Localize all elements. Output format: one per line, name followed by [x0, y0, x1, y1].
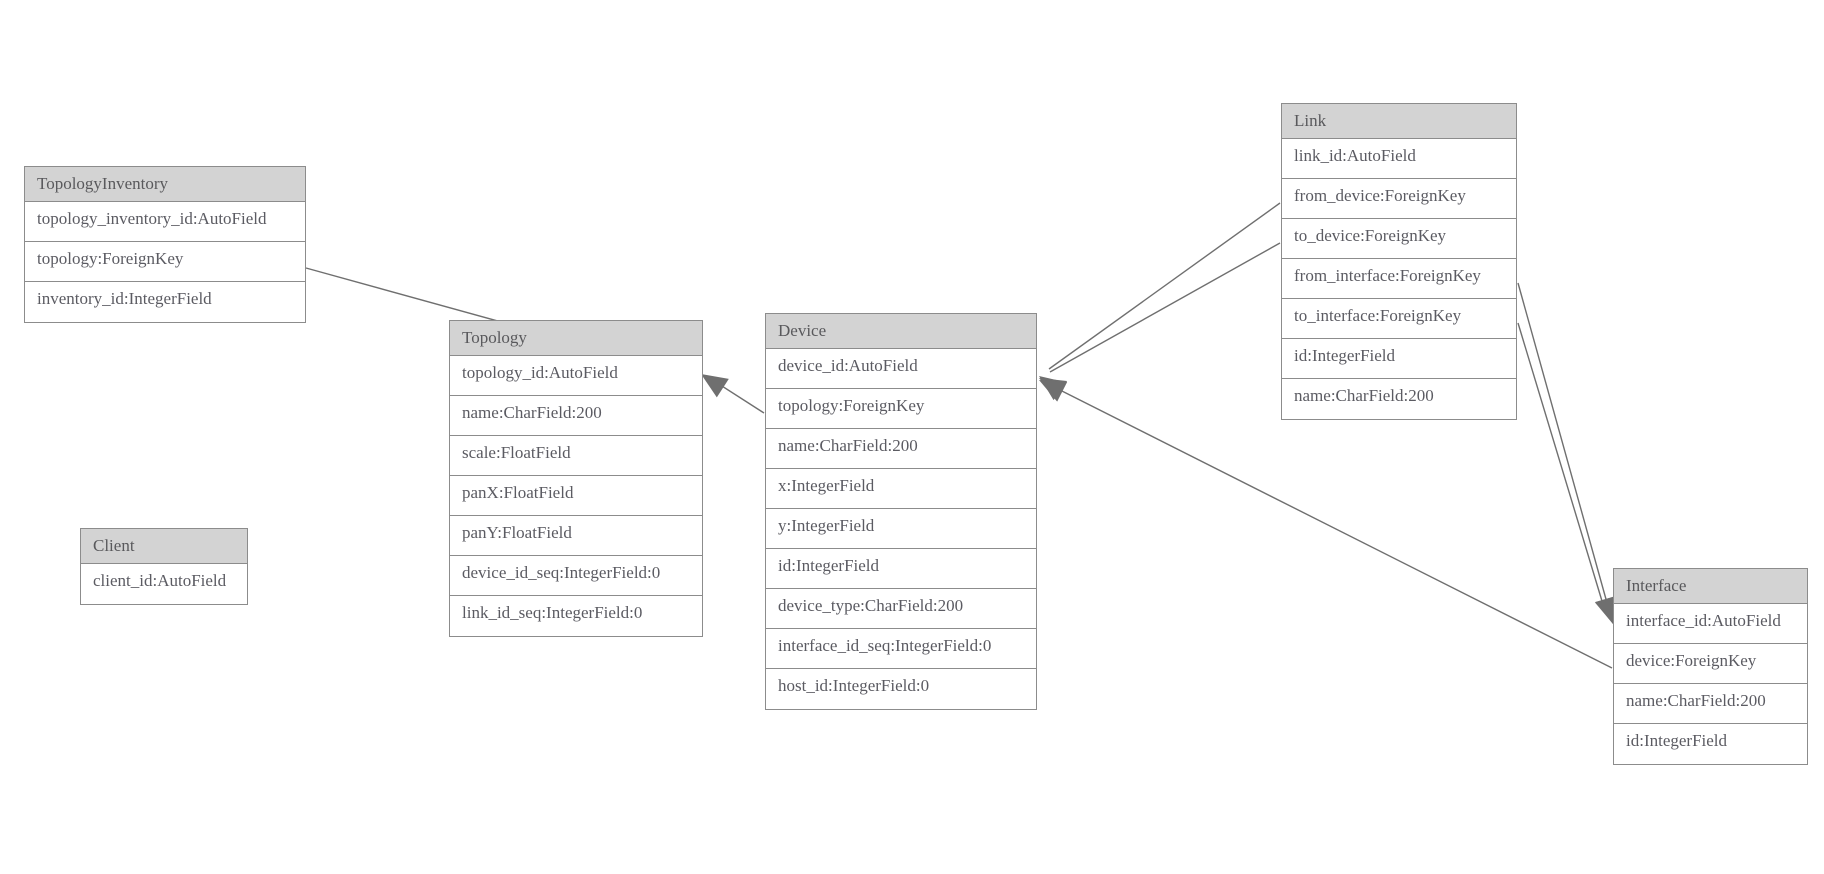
entity-field: link_id:AutoField: [1282, 139, 1516, 179]
relationship-line-link-to_interface: [1517, 322, 1606, 612]
entity-field: topology:ForeignKey: [25, 242, 305, 282]
entity-field: id:IntegerField: [766, 549, 1036, 589]
entity-field: from_device:ForeignKey: [1282, 179, 1516, 219]
relationship-arrowhead-interface-device: [1039, 380, 1068, 402]
entity-field: name:CharField:200: [766, 429, 1036, 469]
entity-field: device_type:CharField:200: [766, 589, 1036, 629]
entity-field: to_interface:ForeignKey: [1282, 299, 1516, 339]
entity-field: topology:ForeignKey: [766, 389, 1036, 429]
relationship-arrowhead-link-to_device: [1039, 378, 1068, 401]
entity-field: inventory_id:IntegerField: [25, 282, 305, 322]
entity-field: interface_id:AutoField: [1614, 604, 1807, 644]
entity-field: device_id:AutoField: [766, 349, 1036, 389]
entity-field: y:IntegerField: [766, 509, 1036, 549]
entity-field: id:IntegerField: [1282, 339, 1516, 379]
entity-title-client: Client: [81, 529, 247, 564]
entity-field: from_interface:ForeignKey: [1282, 259, 1516, 299]
entity-title-interface: Interface: [1614, 569, 1807, 604]
entity-field: x:IntegerField: [766, 469, 1036, 509]
entity-title-device: Device: [766, 314, 1036, 349]
entity-field: device_id_seq:IntegerField:0: [450, 556, 702, 596]
relationship-line-link-from_device: [1048, 202, 1281, 370]
entity-field: to_device:ForeignKey: [1282, 219, 1516, 259]
entity-field: client_id:AutoField: [81, 564, 247, 604]
relationship-line-link-from_interface: [1517, 282, 1610, 611]
relationship-line-link-to_device: [1049, 242, 1281, 373]
relationship-arrowhead-link-from_device: [1039, 376, 1067, 401]
entity-field: name:CharField:200: [1614, 684, 1807, 724]
entity-field: host_id:IntegerField:0: [766, 669, 1036, 709]
entity-field: topology_id:AutoField: [450, 356, 702, 396]
entity-field: panY:FloatField: [450, 516, 702, 556]
entity-title-topology_inventory: TopologyInventory: [25, 167, 305, 202]
entity-title-topology: Topology: [450, 321, 702, 356]
entity-field: name:CharField:200: [450, 396, 702, 436]
entity-title-link: Link: [1282, 104, 1516, 139]
entity-field: scale:FloatField: [450, 436, 702, 476]
relationship-line-device-topology: [710, 378, 765, 414]
entity-field: topology_inventory_id:AutoField: [25, 202, 305, 242]
relationship-line-interface-device: [1049, 384, 1613, 669]
entity-field: panX:FloatField: [450, 476, 702, 516]
entity-field: device:ForeignKey: [1614, 644, 1807, 684]
entity-field: id:IntegerField: [1614, 724, 1807, 764]
entity-fields-client: client_id:AutoField: [81, 564, 247, 604]
entity-field: interface_id_seq:IntegerField:0: [766, 629, 1036, 669]
entity-field: name:CharField:200: [1282, 379, 1516, 419]
entity-field: link_id_seq:IntegerField:0: [450, 596, 702, 636]
